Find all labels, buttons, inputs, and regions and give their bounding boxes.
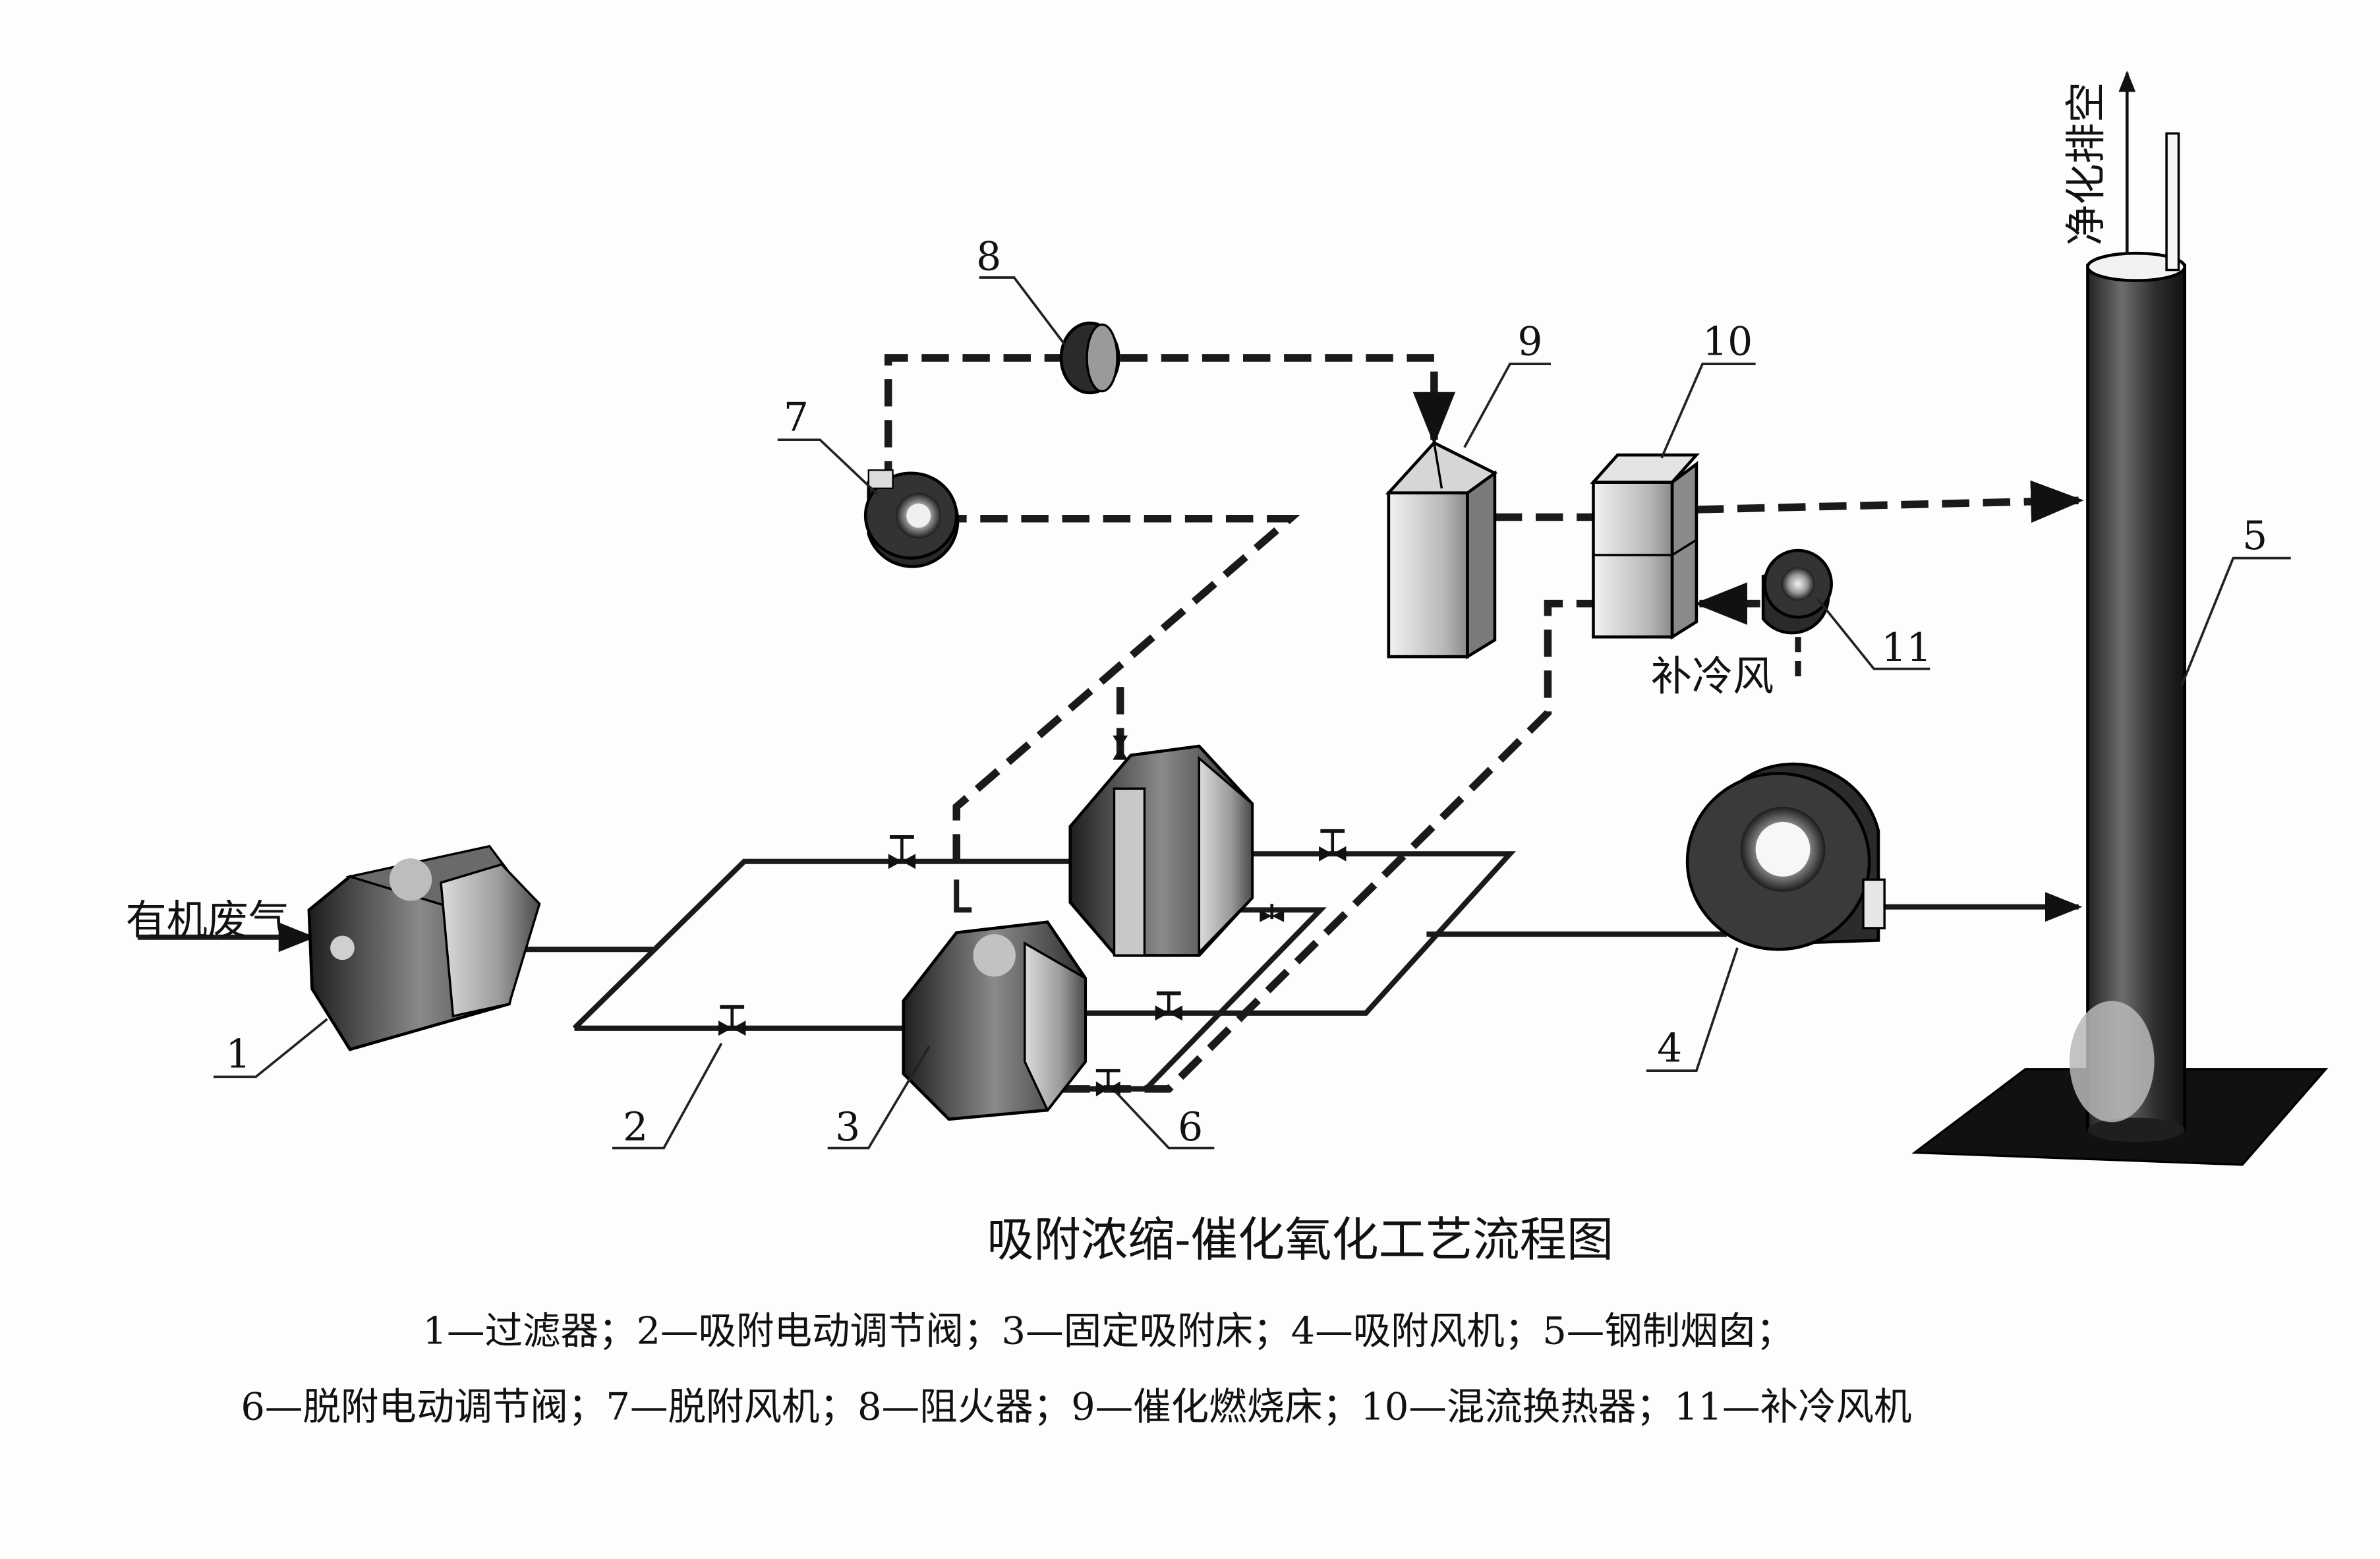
- upper-branch-pipe: [572, 858, 1070, 1030]
- cooling-air-fan: [1761, 548, 1833, 686]
- leader-4: [1646, 947, 1739, 1073]
- leader-9: [1463, 363, 1552, 448]
- desorption-fan: [863, 469, 960, 568]
- number-8: 8: [976, 234, 1001, 280]
- legend-line-2: 6—脱附电动调节阀；7—脱附风机；8—阻火器；9—催化燃烧床；10—混流换热器；…: [241, 1384, 1911, 1428]
- leader-8: [979, 276, 1067, 347]
- outlet-valve-upper: [1319, 829, 1347, 862]
- number-2: 2: [623, 1104, 648, 1150]
- adsorption-valve-upper: [888, 835, 916, 869]
- heat-return-line: [1062, 599, 1594, 1093]
- legend-line-1: 1—过滤器；2—吸附电动调节阀；3—固定吸附床；4—吸附风机；5—钢制烟囱；: [422, 1309, 1793, 1353]
- leader-6: [1115, 1091, 1215, 1150]
- filter: [307, 844, 541, 1051]
- solid-pipes: [137, 851, 2083, 1092]
- steel-chimney: [1911, 71, 2329, 1166]
- leader-2: [612, 1042, 723, 1150]
- fixed-adsorption-bed-lower: [902, 920, 1088, 1121]
- number-9: 9: [1517, 318, 1542, 365]
- leader-1: [213, 1018, 328, 1078]
- desorb-branch-valve: [1113, 735, 1128, 760]
- flame-arrestor: [1059, 321, 1120, 395]
- inlet-label: 有机废气: [125, 896, 289, 944]
- arrestor-to-catalytic-line: [1120, 354, 1456, 446]
- leader-11: [1816, 598, 1930, 670]
- adsorption-valve-lower: [718, 1005, 746, 1036]
- number-5: 5: [2242, 513, 2267, 559]
- number-3: 3: [835, 1104, 860, 1150]
- number-11: 11: [1882, 625, 1932, 671]
- desorb-suction-line: [941, 515, 1300, 862]
- mixed-flow-heat-exchanger: [1590, 453, 1700, 640]
- number-1: 1: [225, 1032, 250, 1078]
- number-10: 10: [1702, 318, 1753, 365]
- fixed-adsorption-bed-upper: [1068, 744, 1254, 957]
- valve-riser-pipe: [954, 879, 972, 913]
- outlet-valve-lower: [1155, 991, 1182, 1021]
- leader-10: [1660, 363, 1756, 459]
- desorption-valve-upper: [1260, 904, 1285, 922]
- leader-lines: [213, 276, 2291, 1150]
- hx-to-stack-line: [1696, 480, 2084, 523]
- outlet-label: 净化排空: [2062, 82, 2110, 245]
- number-4: 4: [1657, 1025, 1682, 1071]
- cooling-air-label: 补冷风: [1651, 652, 1774, 700]
- leader-7: [777, 438, 879, 496]
- diagram-title: 吸附浓缩-催化氧化工艺流程图: [987, 1212, 1613, 1267]
- fan7-outlet-line: [884, 354, 1063, 488]
- catalytic-combustion-bed: [1385, 440, 1498, 660]
- component-numbers: 1 2 3 4 5 6 7 8 9 10 11: [225, 234, 2267, 1151]
- leader-3: [827, 1045, 931, 1150]
- number-6: 6: [1178, 1104, 1203, 1150]
- leader-5: [2180, 556, 2291, 686]
- adsorption-fan: [1685, 762, 1886, 951]
- number-7: 7: [784, 394, 809, 440]
